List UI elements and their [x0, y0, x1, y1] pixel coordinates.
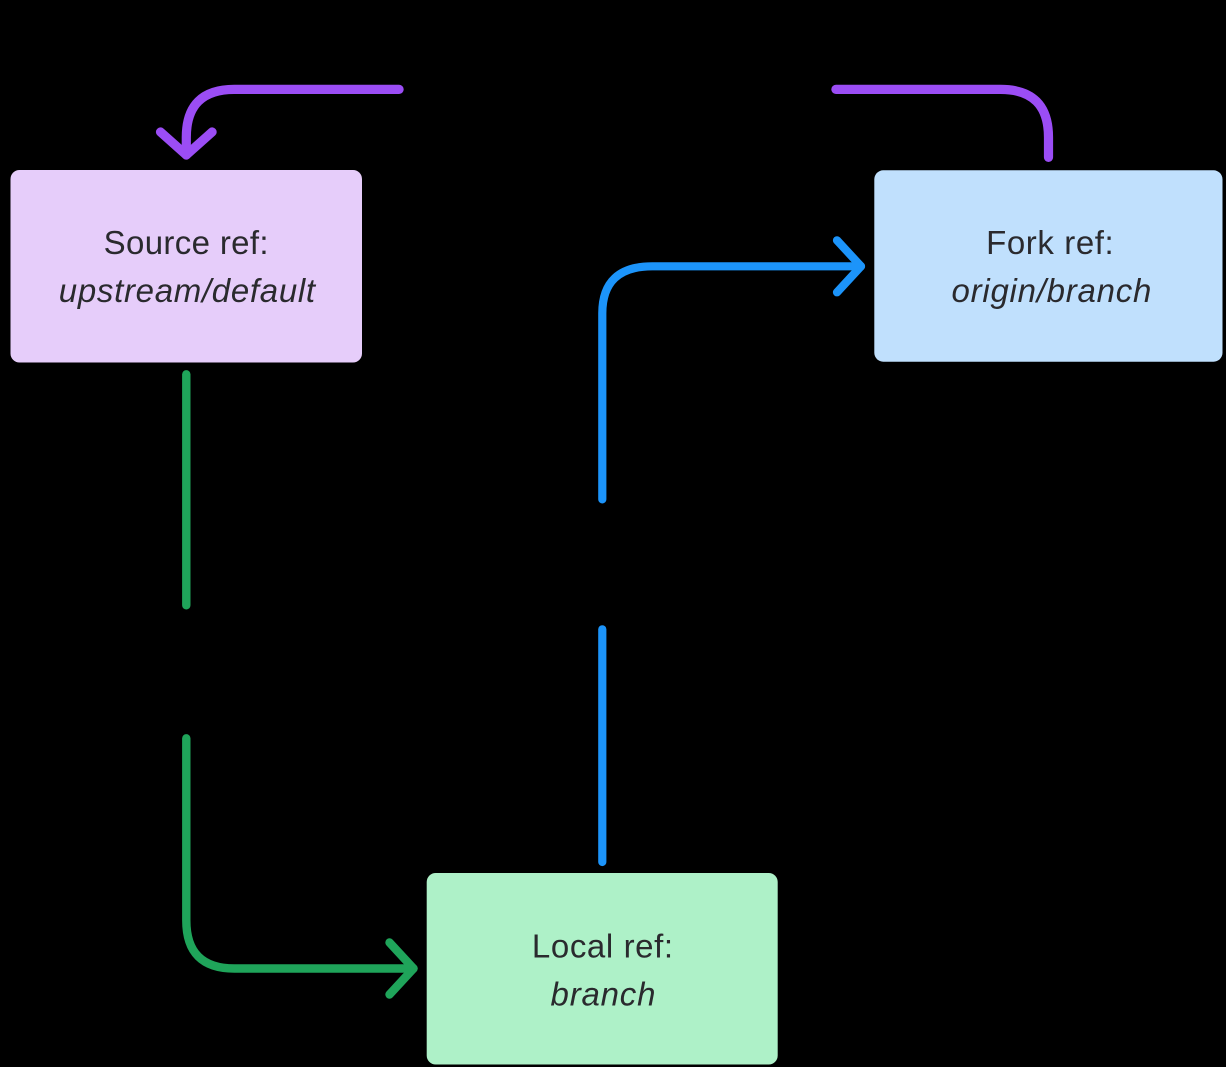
svg-text:branch: branch — [551, 976, 657, 1013]
svg-text:origin/branch: origin/branch — [952, 272, 1153, 309]
svg-text:upstream/default: upstream/default — [59, 272, 317, 309]
svg-text:Local ref:: Local ref: — [532, 928, 674, 965]
svg-text:Fork ref:: Fork ref: — [986, 224, 1114, 261]
svg-text:Source ref:: Source ref: — [104, 224, 269, 261]
